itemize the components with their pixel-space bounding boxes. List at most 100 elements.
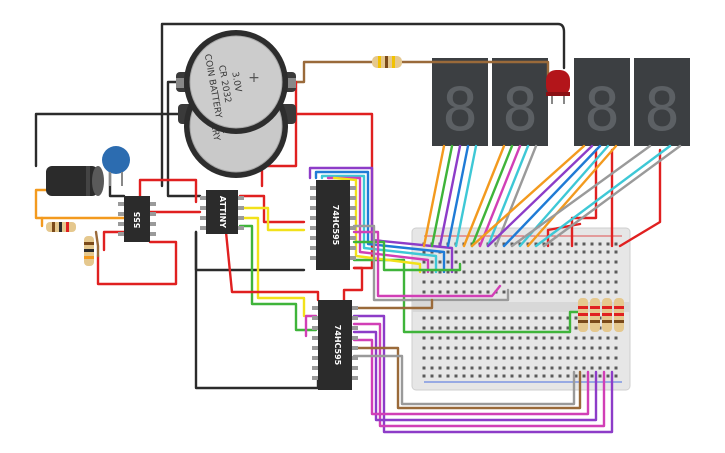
wire-green[interactable]	[238, 224, 318, 332]
breadboard-hole	[502, 316, 506, 320]
wire-magenta[interactable]	[352, 338, 590, 416]
resistor-top[interactable]	[372, 56, 402, 68]
breadboard-hole	[502, 366, 506, 370]
breadboard-hole	[526, 374, 530, 378]
breadboard-hole	[614, 374, 618, 378]
breadboard-hole	[502, 290, 506, 294]
wire-green[interactable]	[470, 144, 514, 248]
wire-purple[interactable]	[438, 144, 462, 248]
wire-magenta[interactable]	[352, 322, 606, 428]
breadboard-hole	[510, 250, 514, 254]
breadboard-hole	[430, 290, 434, 294]
breadboard-hole	[462, 270, 466, 274]
wire-gray[interactable]	[510, 144, 652, 248]
wire-black[interactable]	[194, 230, 306, 272]
breadboard-hole	[526, 270, 530, 274]
breadboard-hole	[590, 356, 594, 360]
electrolytic-capacitor[interactable]	[46, 166, 104, 196]
breadboard-hole	[518, 374, 522, 378]
breadboard-hole	[590, 374, 594, 378]
breadboard-hole	[438, 260, 442, 264]
breadboard-hole	[534, 270, 538, 274]
breadboard-hole	[574, 374, 578, 378]
breadboard-hole	[446, 326, 450, 330]
chip-74hc595-lower[interactable]: 74HC595	[312, 300, 358, 390]
wire-green[interactable]	[430, 144, 454, 248]
wire-brown[interactable]	[290, 60, 374, 84]
wire-black[interactable]	[160, 22, 566, 188]
led-red[interactable]	[546, 70, 570, 104]
coin-battery-top[interactable]: COIN BATTERY CR 2032 3.0V +	[176, 30, 296, 134]
wire-cyan[interactable]	[534, 144, 672, 248]
ceramic-capacitor[interactable]	[102, 146, 130, 186]
wire-red[interactable]	[96, 240, 178, 286]
wire-purple[interactable]	[352, 314, 614, 434]
wire-brown[interactable]	[352, 298, 434, 310]
wire-red[interactable]	[342, 266, 364, 302]
chip-attiny[interactable]: ATTINY	[200, 190, 244, 234]
breadboard-hole	[614, 270, 618, 274]
wire-magenta[interactable]	[352, 230, 502, 298]
wire-purple[interactable]	[308, 166, 454, 274]
wire-brown[interactable]	[352, 346, 582, 410]
wire-blue[interactable]	[314, 170, 446, 274]
breadboard-hole	[470, 346, 474, 350]
breadboard-hole	[478, 270, 482, 274]
wire-yellow[interactable]	[238, 206, 306, 232]
display-digit: 8	[502, 75, 538, 145]
display-digit: 8	[584, 75, 620, 145]
wire-blue[interactable]	[502, 144, 602, 248]
breadboard-hole	[550, 260, 554, 264]
breadboard-hole	[446, 250, 450, 254]
breadboard-hole	[598, 270, 602, 274]
breadboard-hole	[430, 366, 434, 370]
breadboard-hole	[518, 346, 522, 350]
breadboard-hole	[558, 356, 562, 360]
wire-gray[interactable]	[352, 224, 510, 302]
wire-black[interactable]	[34, 112, 182, 168]
wire-yellow[interactable]	[238, 216, 306, 318]
wire-cyan[interactable]	[320, 174, 438, 274]
breadboard-hole	[550, 280, 554, 284]
wire-gray[interactable]	[352, 354, 576, 406]
chip-74hc595-upper[interactable]: 74HC595	[310, 180, 356, 270]
breadboard-hole	[510, 242, 514, 246]
wire-orange[interactable]	[526, 144, 618, 248]
wire-black[interactable]	[166, 80, 202, 198]
wire-orange[interactable]	[462, 144, 506, 248]
breadboard-hole	[582, 346, 586, 350]
breadboard-hole	[526, 346, 530, 350]
wire-cyan[interactable]	[486, 144, 530, 248]
resistor-vertical[interactable]	[84, 236, 94, 266]
wire-orange[interactable]	[470, 144, 586, 248]
resistor-array[interactable]	[578, 298, 624, 332]
resistor-horizontal[interactable]	[46, 222, 76, 232]
wire-cyan[interactable]	[454, 144, 478, 248]
breadboard-hole	[526, 326, 530, 330]
wire-magenta[interactable]	[326, 176, 430, 274]
breadboard-hole	[446, 260, 450, 264]
wire-red[interactable]	[224, 230, 320, 302]
wire-red[interactable]	[138, 178, 198, 204]
chip-555-label: 555	[133, 211, 142, 228]
wire-brown[interactable]	[94, 230, 100, 258]
chip-555[interactable]: 555	[118, 196, 156, 242]
wire-orange[interactable]	[422, 144, 446, 248]
breadboard-hole	[550, 242, 554, 246]
breadboard-hole	[582, 374, 586, 378]
wire-purple[interactable]	[486, 144, 594, 248]
breadboard-hole	[542, 336, 546, 340]
wire-red[interactable]	[102, 230, 126, 252]
breadboard-hole	[454, 374, 458, 378]
wire-red[interactable]	[618, 148, 662, 248]
wire-purple[interactable]	[352, 330, 598, 422]
breadboard-hole	[446, 280, 450, 284]
breadboard-hole	[558, 250, 562, 254]
wire-gray[interactable]	[542, 144, 682, 248]
breadboard-hole	[590, 290, 594, 294]
wire-red[interactable]	[260, 80, 298, 188]
wire-blue[interactable]	[446, 144, 470, 248]
breadboard-hole	[494, 250, 498, 254]
wire-gray[interactable]	[494, 144, 538, 248]
wire-magenta[interactable]	[478, 144, 522, 248]
